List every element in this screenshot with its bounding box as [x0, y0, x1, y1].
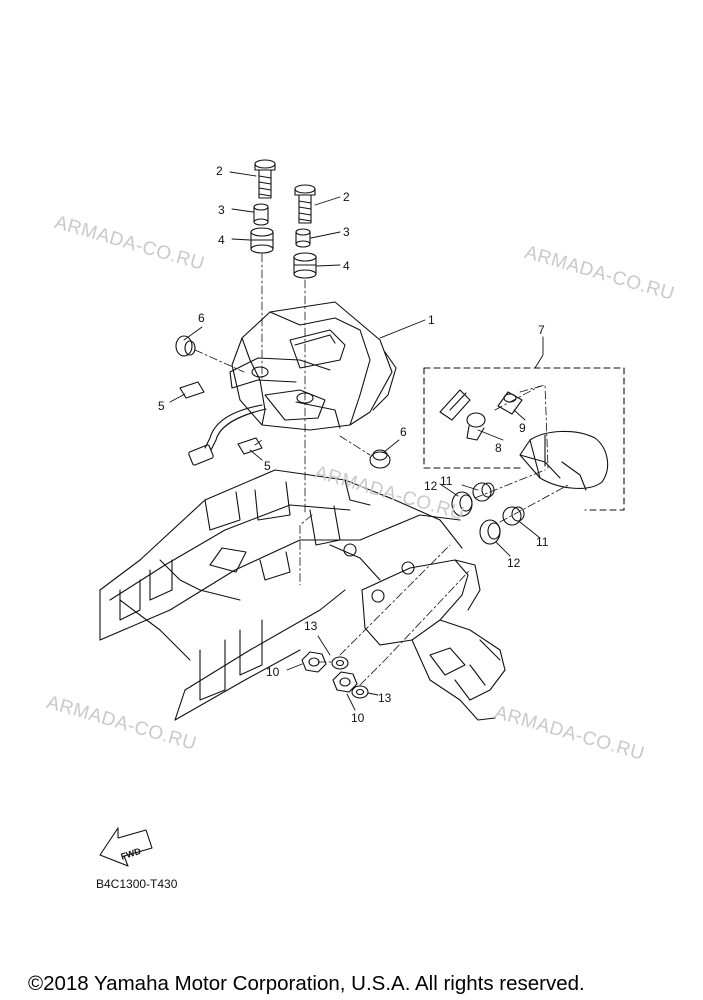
- copyright-notice: ©2018 Yamaha Motor Corporation, U.S.A. A…: [28, 972, 585, 995]
- collar-3b: [295, 228, 311, 248]
- washer-13a: [331, 656, 349, 670]
- bulb-8: [439, 389, 486, 441]
- callout-7: 7: [538, 323, 545, 337]
- callout-6: 6: [198, 311, 205, 325]
- bolt-2a: [254, 159, 276, 199]
- center-lines: [194, 253, 571, 686]
- damper-4a: [250, 227, 274, 254]
- grommet-6a: [175, 335, 196, 357]
- callout-4: 4: [343, 259, 350, 273]
- collar-3a: [253, 203, 269, 226]
- callout-12: 12: [507, 556, 521, 570]
- collar-11b: [502, 506, 525, 526]
- bolt-2b: [294, 184, 316, 224]
- grommet-12a: [451, 491, 473, 517]
- grommet-12b: [479, 519, 501, 545]
- callout-4: 4: [218, 233, 225, 247]
- callout-5: 5: [264, 459, 271, 473]
- callout-10: 10: [351, 711, 365, 725]
- callout-11: 11: [440, 474, 453, 488]
- flasher-light: [519, 430, 609, 491]
- callout-13: 13: [304, 619, 318, 633]
- frame: [99, 469, 463, 721]
- callout-8: 8: [495, 441, 502, 455]
- callout-2: 2: [216, 164, 223, 178]
- washer-13b: [351, 685, 369, 699]
- grommet-6b: [369, 449, 391, 469]
- fwd-arrow-icon: [99, 827, 153, 867]
- callout-5: 5: [158, 399, 165, 413]
- socket-9: [497, 391, 523, 415]
- diagram-code: B4C1300-T430: [96, 877, 178, 891]
- callout-11: 11: [536, 535, 549, 549]
- tail-light-assembly: [188, 301, 397, 466]
- rear-fender: [361, 559, 506, 721]
- callout-13: 13: [378, 691, 392, 705]
- callout-6: 6: [400, 425, 407, 439]
- callout-9: 9: [519, 421, 526, 435]
- nut-10b: [332, 671, 358, 693]
- nut-5a: [179, 381, 205, 399]
- callout-3: 3: [218, 203, 225, 217]
- callout-1: 1: [428, 313, 435, 327]
- nut-5b: [237, 437, 263, 455]
- leader-lines: [169, 171, 544, 711]
- callout-3: 3: [343, 225, 350, 239]
- flasher-kit-box: [423, 367, 625, 511]
- callout-10: 10: [266, 665, 280, 679]
- damper-4b: [293, 252, 317, 279]
- fwd-label: FWD: [120, 846, 143, 862]
- callout-12: 12: [424, 479, 438, 493]
- callout-2: 2: [343, 190, 350, 204]
